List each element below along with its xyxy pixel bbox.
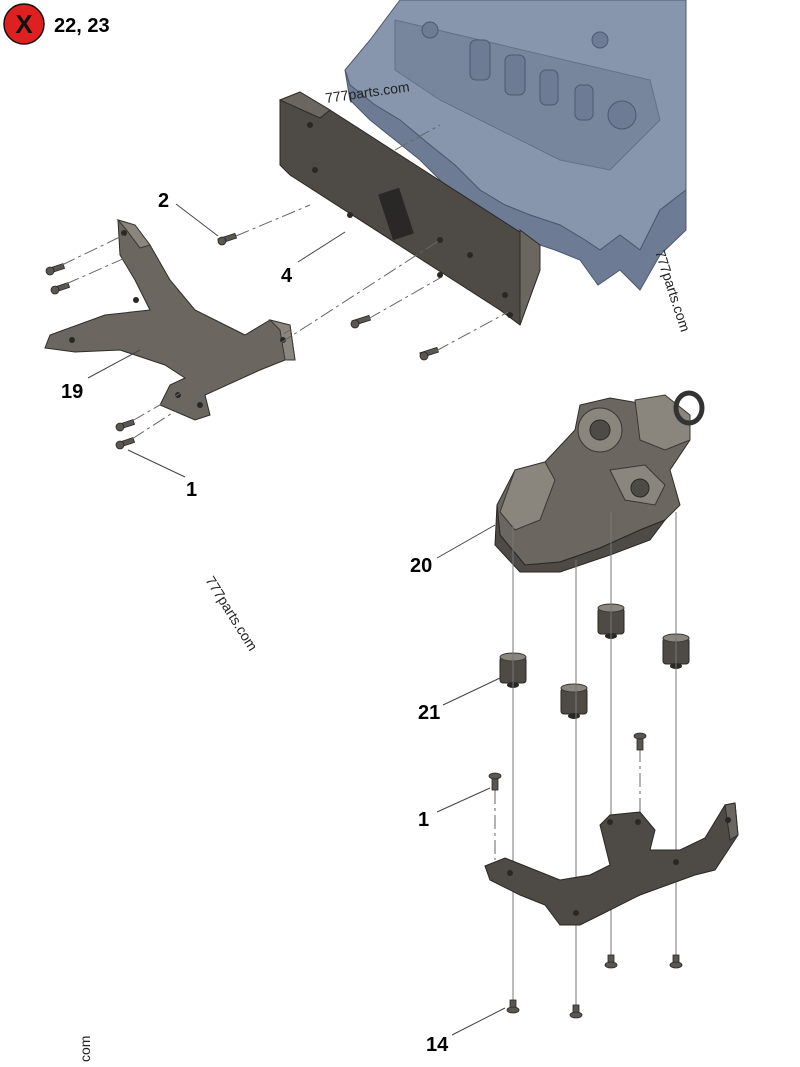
callout-1-upper: 1 bbox=[186, 479, 197, 501]
watermark-right: 777parts.com bbox=[652, 248, 693, 334]
lower-bolts bbox=[488, 732, 683, 1019]
rubber-mounts bbox=[499, 603, 690, 719]
engine-housing-part bbox=[344, 0, 687, 291]
callout-19: 19 bbox=[61, 381, 83, 403]
callout-2: 2 bbox=[158, 190, 169, 212]
leader-lines bbox=[87, 203, 506, 1036]
upper-alignment-lines bbox=[61, 124, 509, 440]
callout-20: 20 bbox=[410, 555, 432, 577]
badge-part-numbers: 22, 23 bbox=[54, 15, 110, 37]
bolt bbox=[419, 346, 439, 361]
bolt bbox=[115, 437, 136, 450]
gearbox-part bbox=[494, 390, 705, 573]
bolt bbox=[45, 263, 66, 276]
badge-letter: X bbox=[15, 9, 33, 39]
badge-circle bbox=[3, 3, 45, 45]
bolt bbox=[115, 419, 136, 432]
bolt bbox=[350, 314, 371, 329]
callout-21: 21 bbox=[418, 702, 440, 724]
exclusion-badge: X bbox=[3, 3, 45, 45]
callout-labels: 2 4 19 1 20 21 1 14 bbox=[61, 190, 449, 1056]
bolt bbox=[488, 772, 502, 791]
bolt bbox=[569, 1004, 583, 1019]
lower-alignment-lines bbox=[494, 512, 677, 1005]
bolt bbox=[506, 999, 520, 1014]
mounting-plate-part bbox=[278, 91, 541, 326]
bolt bbox=[604, 954, 618, 969]
bolt bbox=[217, 232, 237, 246]
rubber-mount bbox=[560, 683, 588, 719]
callout-14: 14 bbox=[426, 1034, 449, 1056]
bolt bbox=[669, 954, 683, 969]
watermark-middle: 777parts.com bbox=[202, 573, 261, 653]
callout-4: 4 bbox=[281, 265, 293, 287]
watermark-bottom-left: com bbox=[77, 1036, 93, 1062]
bolt bbox=[50, 282, 71, 295]
callout-1-lower: 1 bbox=[418, 809, 429, 831]
bolt bbox=[633, 732, 647, 751]
lower-bracket-part bbox=[484, 802, 739, 926]
